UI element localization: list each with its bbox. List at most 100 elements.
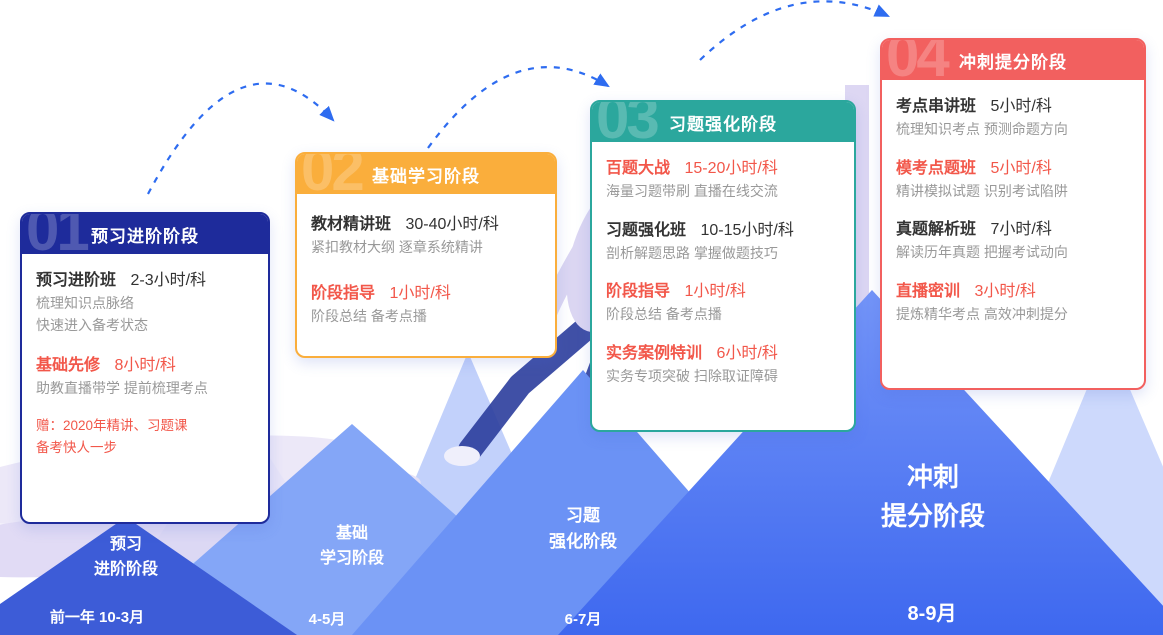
course-item: 教材精讲班 30-40小时/科 紧扣教材大纲 逐章系统精讲 [311, 210, 541, 259]
stage-title: 习题强化阶段 [669, 114, 777, 134]
course-item: 阶段指导 1小时/科 阶段总结 备考点播 [606, 277, 840, 326]
stage-number: 01 [26, 214, 90, 254]
mountain-period-preview: 前一年 10-3月 [49, 609, 145, 626]
course-name: 基础先修 [36, 357, 101, 375]
mountain-label-sprint: 冲刺 提分阶段 [823, 458, 1043, 536]
course-name-row: 基础先修 8小时/科 [36, 351, 254, 375]
course-name-row: 直播密训 3小时/科 [896, 277, 1130, 301]
mountain-label-line: 强化阶段 [549, 532, 617, 552]
mountain-label-line: 冲刺 [906, 462, 959, 492]
course-desc: 解读历年真题 把握考试动向 [896, 244, 1068, 261]
course-hours: 3小时/科 [974, 283, 1036, 301]
mountain-label-line: 预习 [109, 536, 142, 553]
course-desc: 精讲模拟试题 识别考试陷阱 [896, 182, 1068, 199]
stage-number: 02 [301, 154, 365, 194]
stage-title: 冲刺提分阶段 [959, 52, 1067, 72]
course-name-row: 阶段指导 1小时/科 [311, 279, 541, 303]
course-item: 阶段指导 1小时/科 阶段总结 备考点播 [311, 279, 541, 328]
course-name: 阶段指导 [311, 284, 376, 302]
mountain-label-preview: 预习 进阶阶段 [46, 533, 206, 583]
stage-card-header: 02 基础学习阶段 [297, 154, 555, 194]
gift-note: 赠：2020年精讲、习题课 备考快人一步 [36, 415, 254, 458]
course-name: 教材精讲班 [311, 216, 392, 233]
course-name-row: 考点串讲班 5小时/科 [896, 92, 1130, 116]
stage-card-body: 百题大战 15-20小时/科 海量习题带刷 直播在线交流 习题强化班 10-15… [592, 142, 854, 405]
course-name: 阶段指导 [606, 283, 671, 301]
stage-title: 基础学习阶段 [372, 166, 480, 186]
stage-title: 预习进阶阶段 [91, 226, 199, 246]
mountain-label-line: 基础 [335, 525, 368, 542]
course-desc: 助教直播带学 提前梳理考点 [36, 380, 208, 397]
course-item: 模考点题班 5小时/科 精讲模拟试题 识别考试陷阱 [896, 154, 1130, 203]
course-name: 直播密训 [896, 283, 961, 301]
course-desc: 提炼精华考点 高效冲刺提分 [896, 306, 1068, 323]
course-name: 真题解析班 [896, 221, 977, 239]
stage-card-basic: 02 基础学习阶段 教材精讲班 30-40小时/科 紧扣教材大纲 逐章系统精讲 … [295, 152, 557, 358]
course-item: 预习进阶班 2-3小时/科 梳理知识点脉络 快速进入备考状态 [36, 266, 254, 336]
course-name: 百题大战 [606, 160, 671, 177]
course-name: 模考点题班 [896, 159, 977, 177]
course-name-row: 预习进阶班 2-3小时/科 [36, 266, 254, 290]
mountain-period-sprint: 8-9月 [907, 603, 957, 625]
course-hours: 1小时/科 [389, 284, 451, 302]
mountain-preview-stage [0, 517, 297, 635]
course-item: 真题解析班 7小时/科 解读历年真题 把握考试动向 [896, 215, 1130, 264]
stage-card-body: 预习进阶班 2-3小时/科 梳理知识点脉络 快速进入备考状态 基础先修 8小时/… [22, 254, 268, 462]
course-desc: 快速进入备考状态 [36, 316, 148, 333]
mountain-label-line: 习题 [566, 506, 600, 525]
mountain-period-exercise: 6-7月 [564, 611, 602, 628]
course-item: 基础先修 8小时/科 助教直播带学 提前梳理考点 [36, 351, 254, 400]
course-name-row: 模考点题班 5小时/科 [896, 154, 1130, 178]
course-name: 预习进阶班 [36, 272, 117, 289]
course-hours: 5小时/科 [990, 98, 1052, 115]
mountain-label-line: 进阶阶段 [93, 560, 158, 578]
course-hours: 10-15小时/科 [700, 221, 794, 239]
course-desc: 实务专项突破 扫除取证障碍 [606, 368, 778, 385]
course-name-row: 教材精讲班 30-40小时/科 [311, 210, 541, 234]
course-desc: 紧扣教材大纲 逐章系统精讲 [311, 239, 483, 255]
course-item: 习题强化班 10-15小时/科 剖析解题思路 掌握做题技巧 [606, 216, 840, 265]
course-desc: 梳理知识点脉络 [36, 295, 134, 311]
mountain-period-basic: 4-5月 [308, 611, 346, 628]
stage-card-header: 04 冲刺提分阶段 [882, 40, 1144, 80]
course-hours: 1小时/科 [684, 283, 746, 301]
stage-number: 03 [596, 102, 660, 142]
course-desc: 海量习题带刷 直播在线交流 [606, 183, 778, 199]
stage-card-preview: 01 预习进阶阶段 预习进阶班 2-3小时/科 梳理知识点脉络 快速进入备考状态… [20, 212, 270, 524]
course-desc: 剖析解题思路 掌握做题技巧 [606, 244, 778, 261]
gift-note-line: 备考快人一步 [36, 439, 117, 455]
stage-card-header: 01 预习进阶阶段 [22, 214, 268, 254]
course-item: 考点串讲班 5小时/科 梳理知识考点 预测命题方向 [896, 92, 1130, 141]
gift-note-line: 赠：2020年精讲、习题课 [36, 418, 188, 434]
course-name-row: 习题强化班 10-15小时/科 [606, 216, 840, 240]
stage-card-header: 03 习题强化阶段 [592, 102, 854, 142]
course-desc: 梳理知识考点 预测命题方向 [896, 121, 1068, 137]
course-hours: 6小时/科 [716, 345, 778, 363]
stage-card-sprint: 04 冲刺提分阶段 考点串讲班 5小时/科 梳理知识考点 预测命题方向 模考点题… [880, 38, 1146, 390]
course-item: 实务案例特训 6小时/科 实务专项突破 扫除取证障碍 [606, 339, 840, 388]
course-hours: 7小时/科 [990, 221, 1052, 239]
mountain-label-exercise: 习题 强化阶段 [503, 503, 663, 556]
course-name: 考点串讲班 [896, 98, 977, 115]
course-item: 直播密训 3小时/科 提炼精华考点 高效冲刺提分 [896, 277, 1130, 326]
course-hours: 8小时/科 [114, 357, 176, 375]
stage-card-body: 考点串讲班 5小时/科 梳理知识考点 预测命题方向 模考点题班 5小时/科 精讲… [882, 80, 1144, 343]
mountain-label-basic: 基础 学习阶段 [272, 522, 432, 572]
course-hours: 2-3小时/科 [130, 272, 207, 289]
course-name-row: 实务案例特训 6小时/科 [606, 339, 840, 363]
course-hours: 30-40小时/科 [405, 216, 499, 233]
mountain-sprint-stage [558, 290, 1163, 635]
stage-card-exercise: 03 习题强化阶段 百题大战 15-20小时/科 海量习题带刷 直播在线交流 习… [590, 100, 856, 432]
mountain-label-line: 提分阶段 [880, 501, 985, 531]
course-desc: 阶段总结 备考点播 [311, 307, 427, 324]
course-desc: 阶段总结 备考点播 [606, 306, 722, 323]
course-name-row: 真题解析班 7小时/科 [896, 215, 1130, 239]
course-name-row: 阶段指导 1小时/科 [606, 277, 840, 301]
course-name: 实务案例特训 [606, 345, 703, 363]
course-hours: 5小时/科 [990, 159, 1052, 177]
course-hours: 15-20小时/科 [684, 160, 778, 177]
stage-number: 04 [886, 40, 950, 80]
stage-card-body: 教材精讲班 30-40小时/科 紧扣教材大纲 逐章系统精讲 阶段指导 1小时/科… [297, 194, 555, 351]
course-name-row: 百题大战 15-20小时/科 [606, 154, 840, 178]
